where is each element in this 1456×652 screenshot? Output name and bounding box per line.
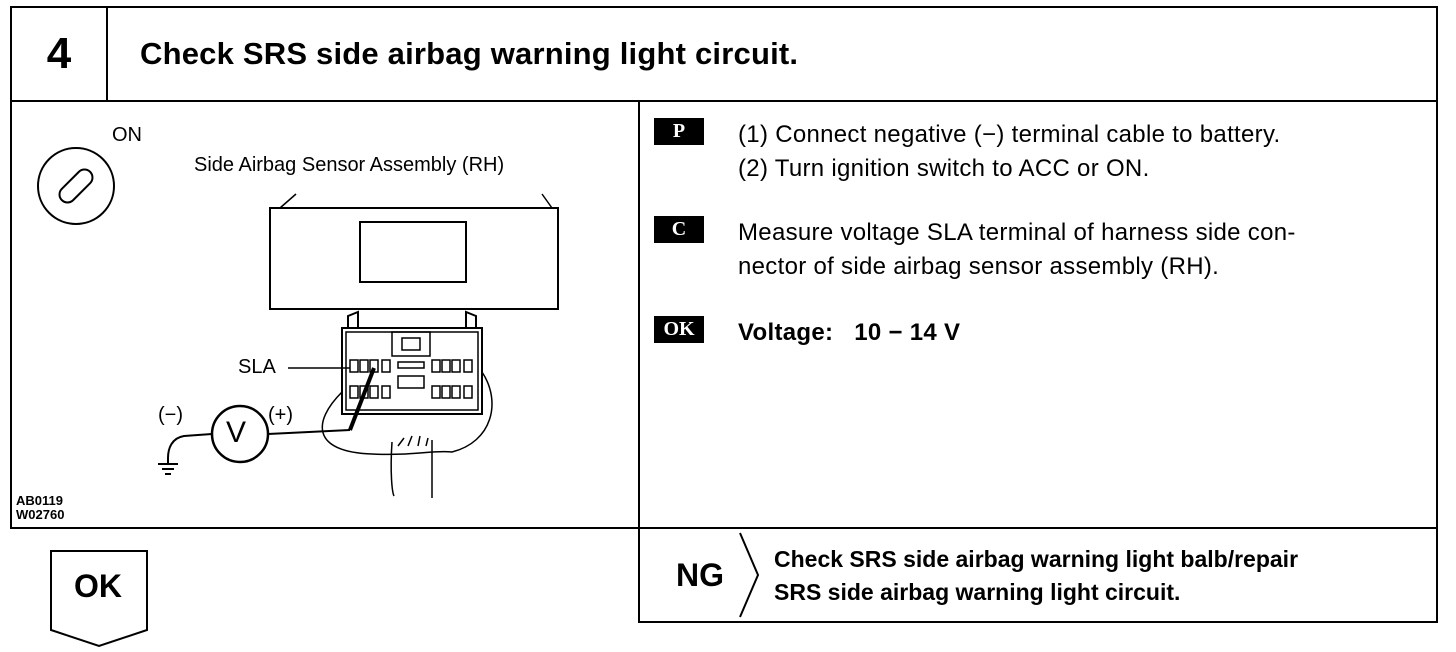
voltmeter-icon [167, 404, 351, 464]
harness-connector-icon [341, 310, 483, 431]
ng-action: Check SRS side airbag warning light balb… [774, 543, 1298, 609]
step-title: Check SRS side airbag warning light circ… [140, 36, 799, 71]
wire-harness-icon [321, 371, 493, 498]
ok-result-arrow-icon [50, 550, 148, 648]
negative-probe-label: (−) [158, 404, 183, 426]
ok-criteria: OK Voltage: 10 − 14 V [654, 316, 960, 350]
check-line-2: nector of side airbag sensor assembly (R… [738, 253, 1220, 280]
instructions-panel: P (1) Connect negative (−) terminal cabl… [638, 100, 1438, 529]
ng-action-line-2: SRS side airbag warning light circuit. [774, 579, 1181, 605]
sensor-assembly-label: Side Airbag Sensor Assembly (RH) [194, 154, 505, 176]
check-line-1: Measure voltage SLA terminal of harness … [738, 219, 1296, 246]
step-number: 4 [12, 8, 108, 100]
ignition-switch-icon [37, 147, 115, 225]
check-badge: C [654, 216, 704, 243]
ng-label: NG [676, 556, 724, 593]
ng-chevron-icon [739, 532, 760, 618]
wiring-diagram [37, 147, 559, 498]
positive-probe-label: (+) [268, 404, 293, 426]
sensor-assembly-icon [269, 193, 559, 310]
prepare-step: P (1) Connect negative (−) terminal cabl… [654, 118, 1280, 186]
step-header: 4 Check SRS side airbag warning light ci… [10, 6, 1438, 102]
voltage-spec: Voltage: 10 − 14 V [738, 319, 961, 346]
sla-terminal-label: SLA [238, 356, 276, 378]
ng-result-panel: NG Check SRS side airbag warning light b… [638, 527, 1438, 623]
check-step: C Measure voltage SLA terminal of harnes… [654, 216, 1296, 284]
prepare-line-1: (1) Connect negative (−) terminal cable … [738, 121, 1281, 148]
ground-icon [158, 458, 178, 475]
ok-result-label: OK [74, 568, 122, 604]
ignition-label: ON [112, 124, 142, 146]
prepare-line-2: (2) Turn ignition switch to ACC or ON. [738, 155, 1150, 182]
prepare-badge: P [654, 118, 704, 145]
ng-action-line-1: Check SRS side airbag warning light balb… [774, 546, 1299, 572]
ok-badge: OK [654, 316, 704, 343]
voltmeter-label: V [226, 416, 247, 449]
diagram-panel: ON Side Airbag Sensor Assembly (RH) SLA … [10, 100, 640, 529]
figure-code: AB0119 W02760 [16, 493, 65, 522]
